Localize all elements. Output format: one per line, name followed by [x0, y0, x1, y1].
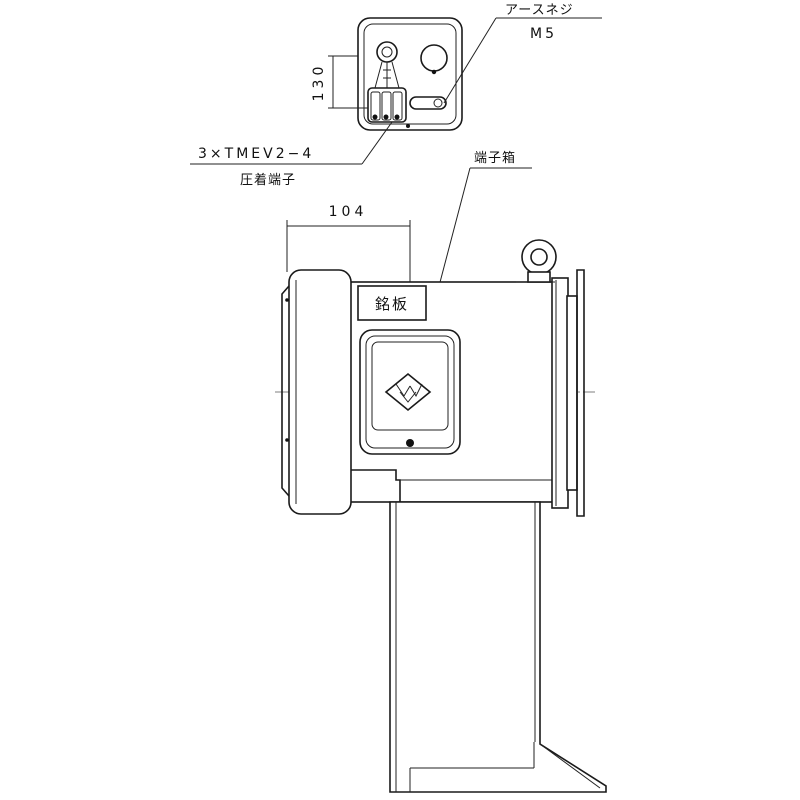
- motor-body: 銘板: [275, 239, 595, 517]
- motor-stand: [389, 501, 607, 793]
- nameplate: 銘板: [357, 285, 427, 321]
- dimension-104-text: 104: [329, 204, 368, 220]
- crimp-terminal-spec-label: 3×TMEV2−4: [198, 146, 314, 162]
- crimp-terminal-label: 圧着端子: [240, 172, 296, 188]
- terminal-box-detail: [357, 17, 463, 131]
- terminal-box-label: 端子箱: [474, 150, 516, 166]
- earth-screw-callout: アースネジ M5: [443, 3, 602, 104]
- terminal-box-side: [359, 329, 461, 455]
- eye-bolt: [516, 239, 557, 283]
- dimension-104: 104: [286, 204, 411, 300]
- crimp-terminal-callout: 3×TMEV2−4 圧着端子: [190, 121, 393, 188]
- earth-screw-size-label: M5: [530, 26, 557, 42]
- earth-screw-label: アースネジ: [505, 3, 574, 18]
- dimension-130: 130: [311, 55, 368, 109]
- dimension-130-text: 130: [311, 63, 327, 102]
- nameplate-label: 銘板: [375, 295, 409, 313]
- maker-logo-icon: [384, 372, 432, 412]
